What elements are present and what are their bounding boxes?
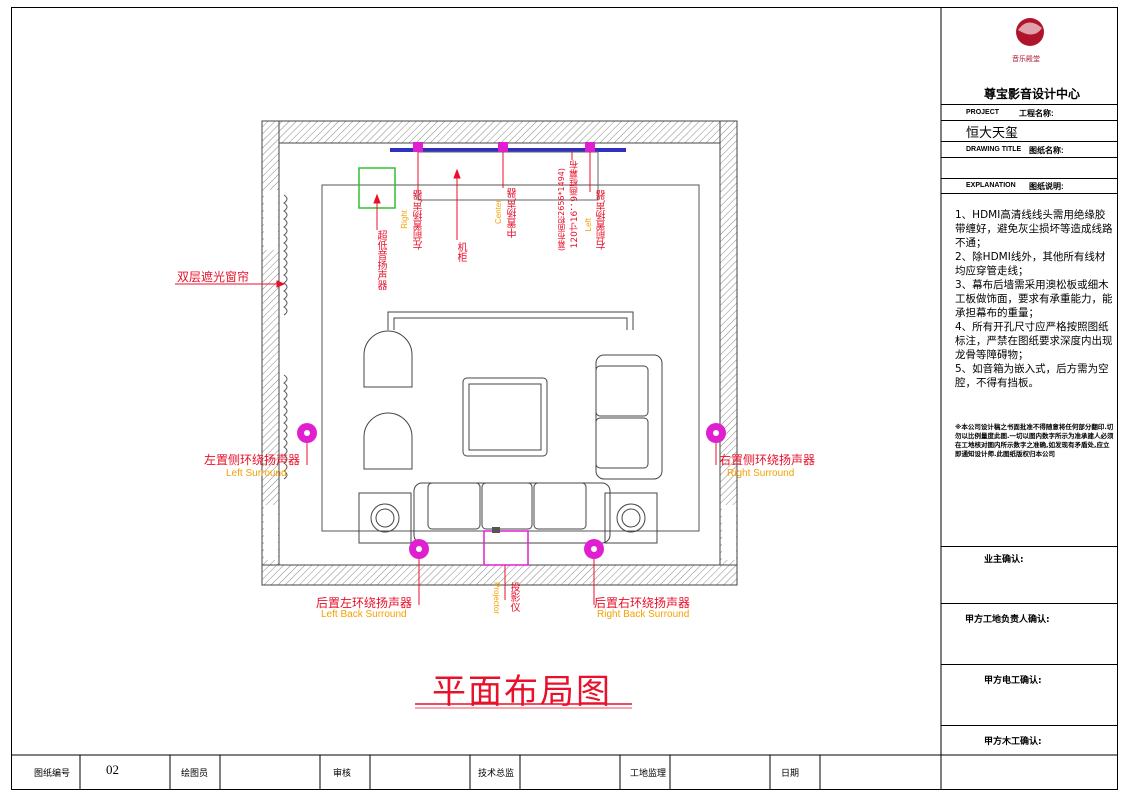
divider: [941, 178, 1118, 179]
divider: [941, 120, 1118, 121]
owner-confirmation: 业主确认:: [984, 555, 1024, 565]
note-item: 5、如音箱为嵌入式，后方需为空腔，不得有挡板。: [955, 363, 1109, 389]
front-left-speaker-icon: [413, 142, 423, 152]
front-right-speaker-icon: [585, 142, 595, 152]
curtain-label: 双层遮光窗帘: [177, 270, 250, 284]
project-label-cn: 工程名称:: [1019, 109, 1054, 118]
divider: [941, 725, 1118, 726]
front-right-speaker-label-en: Left: [584, 218, 593, 232]
rear-right-label: 后置右环绕扬声器: [594, 596, 691, 610]
carpenter-confirmation: 甲方木工确认:: [984, 737, 1042, 747]
note-item: 3、幕布后墙需采用澳松板或细木工板做饰面，要求有承重能力，能承担幕布的重量；: [955, 279, 1113, 319]
site-supervisor-label: 工地监理: [630, 769, 667, 779]
divider: [941, 546, 1118, 547]
project-label-en: PROJECT: [966, 109, 1000, 116]
explanation-notes: 1、HDMI高清线线头需用绝缘胶带缠好，避免灰尘损坏等造成线路不通； 2、除HD…: [955, 208, 1113, 390]
date-label: 日期: [781, 769, 800, 779]
screen-label: 120寸16：9画框幕布: [570, 160, 580, 249]
surround-speakers: [297, 423, 726, 559]
rear-left-label-en: Left Back Surround: [321, 609, 407, 620]
drawing-title-label-cn: 图纸名称:: [1029, 146, 1064, 155]
center-speaker-label: 中置扬声器: [508, 188, 519, 238]
right-surround-label-en: Right Surround: [727, 468, 795, 479]
copyright-disclaimer: ※本公司设计稿之书面批准不得随意将任何部分翻印.切勿以比例量度此图.一切以图内数…: [955, 423, 1114, 458]
subwoofer-label: 超低音扬声器: [375, 230, 386, 290]
room-walls: [261, 120, 738, 586]
divider: [941, 664, 1118, 665]
sofa-set: [358, 311, 663, 544]
cabinet-label: 机柜: [455, 242, 466, 262]
right-surround-label: 右置侧环绕扬声器: [719, 453, 816, 467]
note-item: 1、HDMI高清线线头需用绝缘胶带缠好，避免灰尘损坏等造成线路不通；: [955, 209, 1113, 249]
reviewer-label: 审核: [333, 769, 352, 779]
screen-size-label: (幕布面积2656*1494): [557, 168, 566, 251]
logo-text: 音乐殿堂: [1012, 56, 1040, 63]
drawing-no-label: 图纸编号: [34, 769, 71, 779]
divider: [941, 141, 1118, 142]
note-item: 4、所有开孔尺寸应严格按照图纸标注，严禁在图纸要求深度内出现龙骨等障碍物；: [955, 321, 1113, 361]
note-item: 2、除HDMI线外，其他所有线材均应穿管走线；: [955, 251, 1106, 277]
project-name: 恒大天玺: [966, 126, 1019, 141]
left-surround-label: 左置侧环绕扬声器: [204, 453, 301, 467]
front-left-speaker-label-en: Right: [400, 210, 409, 229]
rear-right-label-en: Right Back Surround: [597, 609, 690, 620]
center-speaker-icon: [498, 142, 508, 152]
divider: [941, 193, 1118, 194]
projector-label-en: Projector: [492, 582, 501, 615]
divider: [941, 603, 1118, 604]
drawing-no: 02: [106, 762, 119, 777]
explanation-label-en: EXPLANATION: [966, 182, 1016, 189]
drawing-title-label-en: DRAWING TITLE: [966, 146, 1022, 153]
drawing-title: 平面布局图: [432, 672, 612, 712]
projector-label: 投影仪: [508, 582, 519, 612]
front-right-speaker-label: 右前置扬声器: [597, 190, 608, 250]
company-logo: [1016, 18, 1044, 46]
site-manager-confirmation: 甲方工地负责人确认:: [965, 615, 1050, 625]
left-surround-label-en: Left Surround: [226, 468, 287, 479]
center-speaker-label-en: Center: [494, 200, 503, 225]
front-left-speaker-label: 左前置扬声器: [414, 190, 425, 250]
curtain-icon: [283, 194, 288, 480]
leader-lines: [175, 152, 717, 605]
company-name: 尊宝影音设计中心: [984, 87, 1081, 101]
divider: [941, 157, 1118, 158]
explanation-label-cn: 图纸说明:: [1029, 182, 1064, 191]
projector-lens-icon: [492, 527, 500, 533]
tech-director-label: 技术总监: [478, 769, 515, 779]
rear-left-label: 后置左环绕扬声器: [316, 596, 413, 610]
electrician-confirmation: 甲方电工确认:: [984, 676, 1042, 686]
projector-icon: [483, 530, 529, 566]
drafter-label: 绘图员: [181, 769, 209, 779]
page-frame: [11, 7, 1118, 790]
divider: [941, 104, 1118, 105]
